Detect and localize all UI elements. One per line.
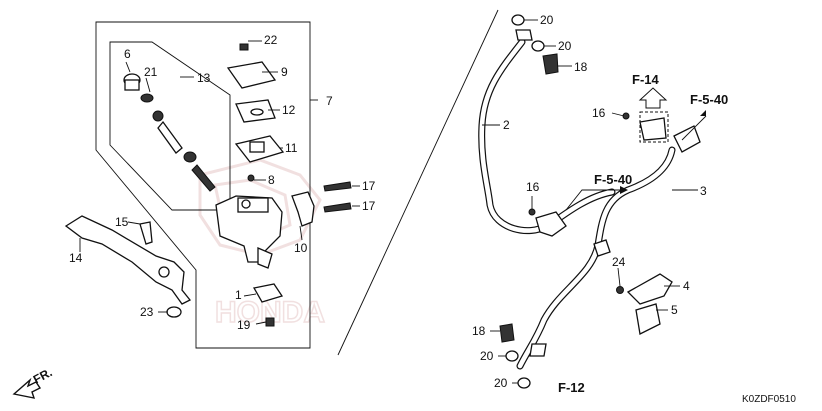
callout-4: 4 xyxy=(683,279,690,293)
callout-20-third: 20 xyxy=(480,349,494,363)
assembly-box-7 xyxy=(95,21,318,349)
brake-hose-2 xyxy=(478,38,550,235)
callout-numbers: 6 21 13 22 9 7 12 11 8 17 17 10 1 19 15 … xyxy=(69,13,707,390)
upper-fittings xyxy=(511,14,559,75)
nut-23 xyxy=(166,306,182,318)
f14-indicator xyxy=(638,87,669,143)
callout-leaders xyxy=(79,19,698,384)
callout-15: 15 xyxy=(115,215,129,229)
ref-f540-top: F-5-40 xyxy=(690,92,728,107)
callout-22: 22 xyxy=(264,33,278,47)
screw-19 xyxy=(265,317,275,327)
callout-9: 9 xyxy=(281,65,288,79)
ref-f12: F-12 xyxy=(558,380,585,395)
callout-20-top: 20 xyxy=(540,13,554,27)
lower-fittings xyxy=(499,323,547,389)
master-cylinder-body xyxy=(215,195,283,269)
callout-11: 11 xyxy=(285,141,298,155)
callout-24: 24 xyxy=(612,255,626,269)
reservoir-parts xyxy=(226,43,285,182)
callout-14: 14 xyxy=(69,251,83,265)
callout-23: 23 xyxy=(140,305,154,319)
callout-12: 12 xyxy=(282,103,296,117)
callout-18-bottom: 18 xyxy=(472,324,486,338)
callout-7: 7 xyxy=(326,94,333,108)
callout-1: 1 xyxy=(235,288,242,302)
callout-20-second: 20 xyxy=(558,39,572,53)
leader-line xyxy=(337,9,499,356)
callout-13: 13 xyxy=(197,71,211,85)
bolts-17 xyxy=(323,181,352,213)
callout-18-top: 18 xyxy=(574,60,588,74)
callout-16-left: 16 xyxy=(526,180,540,194)
callout-16-right: 16 xyxy=(592,106,606,120)
piston-kit-parts xyxy=(123,73,216,192)
callout-6: 6 xyxy=(124,47,131,61)
callout-10: 10 xyxy=(294,241,308,255)
callout-20-bottom: 20 xyxy=(494,376,508,390)
brake-lever xyxy=(64,215,192,305)
f540-arrows xyxy=(565,110,707,211)
clamp-stay xyxy=(616,273,673,335)
callout-21: 21 xyxy=(144,65,158,79)
callout-3: 3 xyxy=(700,184,707,198)
upper-bracket xyxy=(528,112,701,216)
ref-f540-mid: F-5-40 xyxy=(594,172,632,187)
callout-5: 5 xyxy=(671,303,678,317)
callout-17-lower: 17 xyxy=(362,199,376,213)
diagram-code: K0ZDF0510 xyxy=(742,394,796,405)
ref-f14: F-14 xyxy=(632,72,660,87)
front-arrow: FR. xyxy=(12,365,54,399)
callout-17-upper: 17 xyxy=(362,179,376,193)
hose-clamp-3 xyxy=(593,239,611,257)
hose-joint xyxy=(535,211,567,237)
clamp-holder xyxy=(291,191,315,227)
callout-8: 8 xyxy=(268,173,275,187)
brake-switch xyxy=(252,283,284,303)
reference-labels: F-14 F-5-40 F-5-40 F-12 xyxy=(558,72,728,395)
callout-19: 19 xyxy=(237,318,251,332)
callout-2: 2 xyxy=(503,118,510,132)
